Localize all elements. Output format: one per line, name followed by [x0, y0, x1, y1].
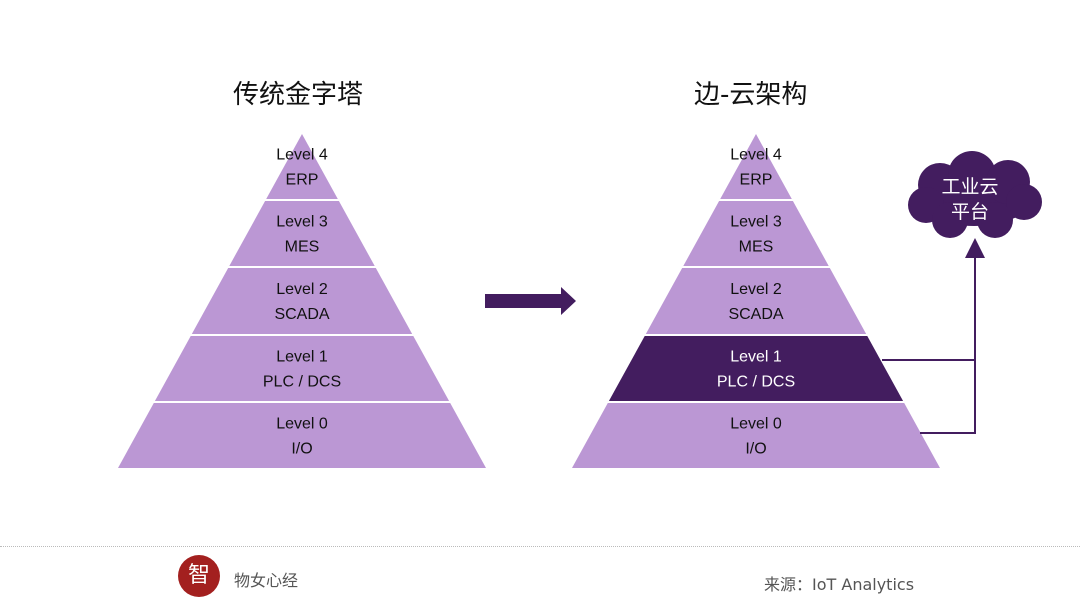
left-level-3-line2: MES [285, 239, 320, 256]
left-level-4 [266, 134, 338, 199]
cloud-label-line1: 工业云 [941, 176, 998, 198]
right-pyramid: Level 4 ERP Level 3 MES Level 2 SCADA Level 1 P… [572, 134, 940, 468]
cloud-icon [908, 151, 1042, 238]
left-level-4-line2: ERP [286, 172, 319, 189]
left-level-3 [229, 201, 375, 266]
left-level-1 [154, 336, 450, 401]
right-level-0-line1: Level 0 [730, 416, 782, 433]
footer-divider [0, 546, 1080, 547]
left-title: 传统金字塔 [233, 80, 364, 110]
connector-level0 [920, 238, 985, 434]
brand-name: 物女心经 [234, 571, 299, 590]
left-pyramid: Level 4 ERP Level 3 MES Level 2 SCADA Level 1 P… [118, 134, 486, 468]
left-level-2-line1: Level 2 [276, 281, 328, 298]
right-level-1-line1: Level 1 [730, 349, 782, 366]
right-level-0 [572, 403, 940, 468]
transition-arrow-icon [485, 287, 576, 315]
right-level-3-line2: MES [739, 239, 774, 256]
left-level-2 [191, 268, 413, 334]
right-level-1-line2: PLC / DCS [717, 374, 795, 391]
left-level-0-line1: Level 0 [276, 416, 328, 433]
right-level-4 [720, 134, 792, 199]
brand-logo-icon: 智 [178, 555, 220, 597]
left-level-4-line1: Level 4 [276, 147, 328, 164]
cloud-label-line2: 平台 [951, 201, 989, 223]
left-level-1-line2: PLC / DCS [263, 374, 341, 391]
right-level-1 [608, 336, 904, 401]
left-level-1-line1: Level 1 [276, 349, 328, 366]
right-level-3-line1: Level 3 [730, 214, 782, 231]
left-level-2-line2: SCADA [274, 306, 329, 323]
right-level-4-line1: Level 4 [730, 147, 782, 164]
left-level-3-line1: Level 3 [276, 214, 328, 231]
right-level-2 [645, 268, 867, 334]
right-level-2-line2: SCADA [728, 306, 783, 323]
right-level-0-line2: I/O [745, 441, 766, 458]
left-level-0 [118, 403, 486, 468]
right-level-2-line1: Level 2 [730, 281, 782, 298]
left-level-0-line2: I/O [291, 441, 312, 458]
right-title: 边-云架构 [694, 80, 808, 110]
right-level-4-line2: ERP [740, 172, 773, 189]
source-credit: 来源：IoT Analytics [764, 575, 915, 594]
right-level-3 [683, 201, 829, 266]
